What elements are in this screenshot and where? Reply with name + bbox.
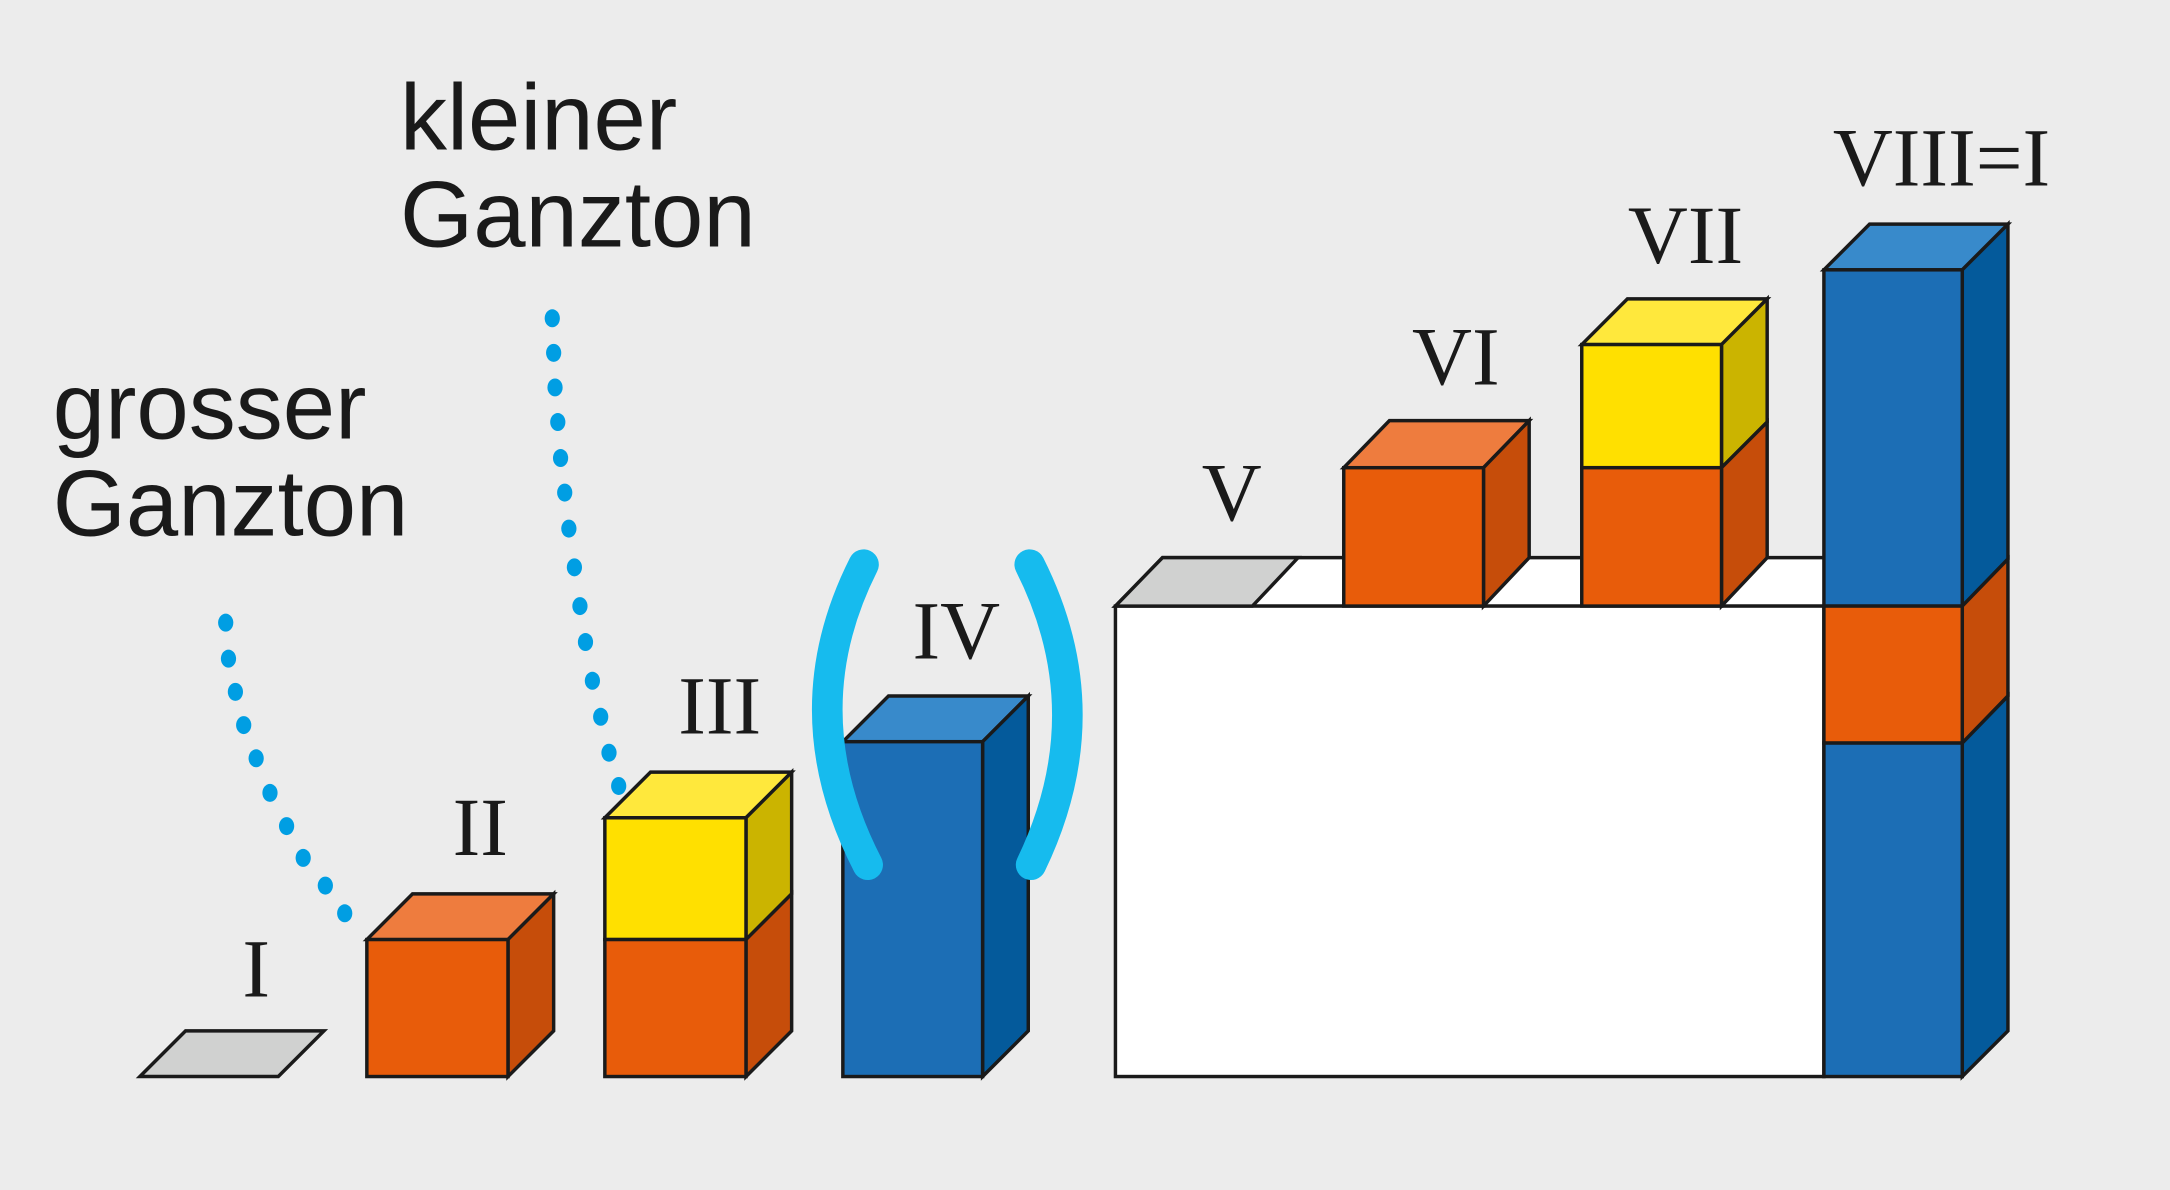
orange-cube-front	[603, 937, 748, 1079]
degree-label-IV: IV	[913, 585, 1001, 677]
pointer-dot	[295, 848, 311, 867]
degree-label-VII: VII	[1628, 189, 1743, 281]
blue-block-front	[841, 739, 985, 1079]
yellow-cube-front	[1580, 342, 1724, 470]
pointer-dot	[337, 904, 353, 923]
degree-label-VI: VI	[1412, 311, 1500, 403]
dotted-pointer-grosser	[218, 613, 353, 923]
degree-label-I: I	[242, 922, 270, 1014]
pointer-dot	[544, 309, 560, 328]
block-degree-III: III	[600, 659, 796, 1081]
pointer-dot	[248, 749, 264, 768]
right-parenthesis-icon	[1014, 549, 1083, 881]
degree-label-V: V	[1202, 446, 1262, 538]
blue-block-side	[980, 691, 1030, 1081]
pointer-dot	[566, 558, 583, 577]
label-kleiner-line1: kleiner	[400, 64, 677, 169]
pointer-dot	[317, 876, 333, 895]
white-base-block	[1111, 555, 1874, 1079]
block-degree-II: II	[362, 781, 558, 1081]
degree-label-II: II	[453, 781, 508, 873]
pointer-dot	[278, 817, 295, 836]
pointer-dot	[611, 776, 627, 795]
pointer-dot	[262, 783, 278, 802]
pointer-dot	[220, 649, 237, 668]
block-degree-VIII: VIII=I	[1819, 111, 2050, 1081]
block-degree-V: V	[1111, 446, 1303, 608]
blue-block-front-upper	[1822, 268, 1965, 608]
pointer-dot	[584, 671, 601, 690]
label-grosser-ganzton: grosser Ganzton	[53, 354, 409, 556]
pointer-dot	[236, 716, 252, 735]
pointer-dot	[557, 483, 573, 502]
label-grosser-line1: grosser	[53, 354, 367, 459]
degree-label-VIII: VIII=I	[1833, 111, 2050, 203]
gray-plate	[135, 1029, 329, 1079]
label-kleiner-line2: Ganzton	[400, 161, 756, 266]
block-degree-I: I	[135, 922, 329, 1079]
degree-label-III: III	[678, 659, 761, 751]
blue-block-side-upper	[1960, 219, 2010, 611]
pointer-dot	[593, 707, 609, 726]
white-block-front	[1113, 604, 1826, 1079]
orange-cube-front	[365, 937, 510, 1079]
block-degree-VI: VI	[1339, 311, 1534, 611]
orange-cube-front	[1580, 465, 1724, 608]
pointer-dot	[546, 343, 562, 362]
pointer-dot	[561, 519, 577, 538]
left-parenthesis-icon	[812, 549, 883, 881]
block-degree-IV: IV	[812, 549, 1083, 1081]
dotted-pointer-kleiner	[544, 309, 627, 795]
pointer-dot	[218, 613, 234, 632]
pointer-dot	[552, 449, 569, 468]
pointer-dot	[550, 413, 566, 432]
gray-plate	[1111, 555, 1303, 608]
blue-block-side-lower	[1960, 691, 2010, 1081]
label-kleiner-ganzton: kleiner Ganzton	[400, 64, 756, 266]
label-grosser-line2: Ganzton	[53, 451, 409, 556]
pointer-dot	[577, 633, 594, 652]
block-degree-VII: VII	[1577, 189, 1772, 611]
pointer-dot	[227, 682, 244, 701]
orange-cube-front	[1342, 465, 1486, 608]
pointer-dot	[572, 597, 588, 616]
yellow-cube-front	[603, 816, 748, 942]
blue-block-front-lower	[1822, 741, 1965, 1079]
pointer-dot	[601, 743, 617, 762]
orange-cube-front	[1822, 604, 1965, 745]
pointer-dot	[547, 378, 563, 397]
